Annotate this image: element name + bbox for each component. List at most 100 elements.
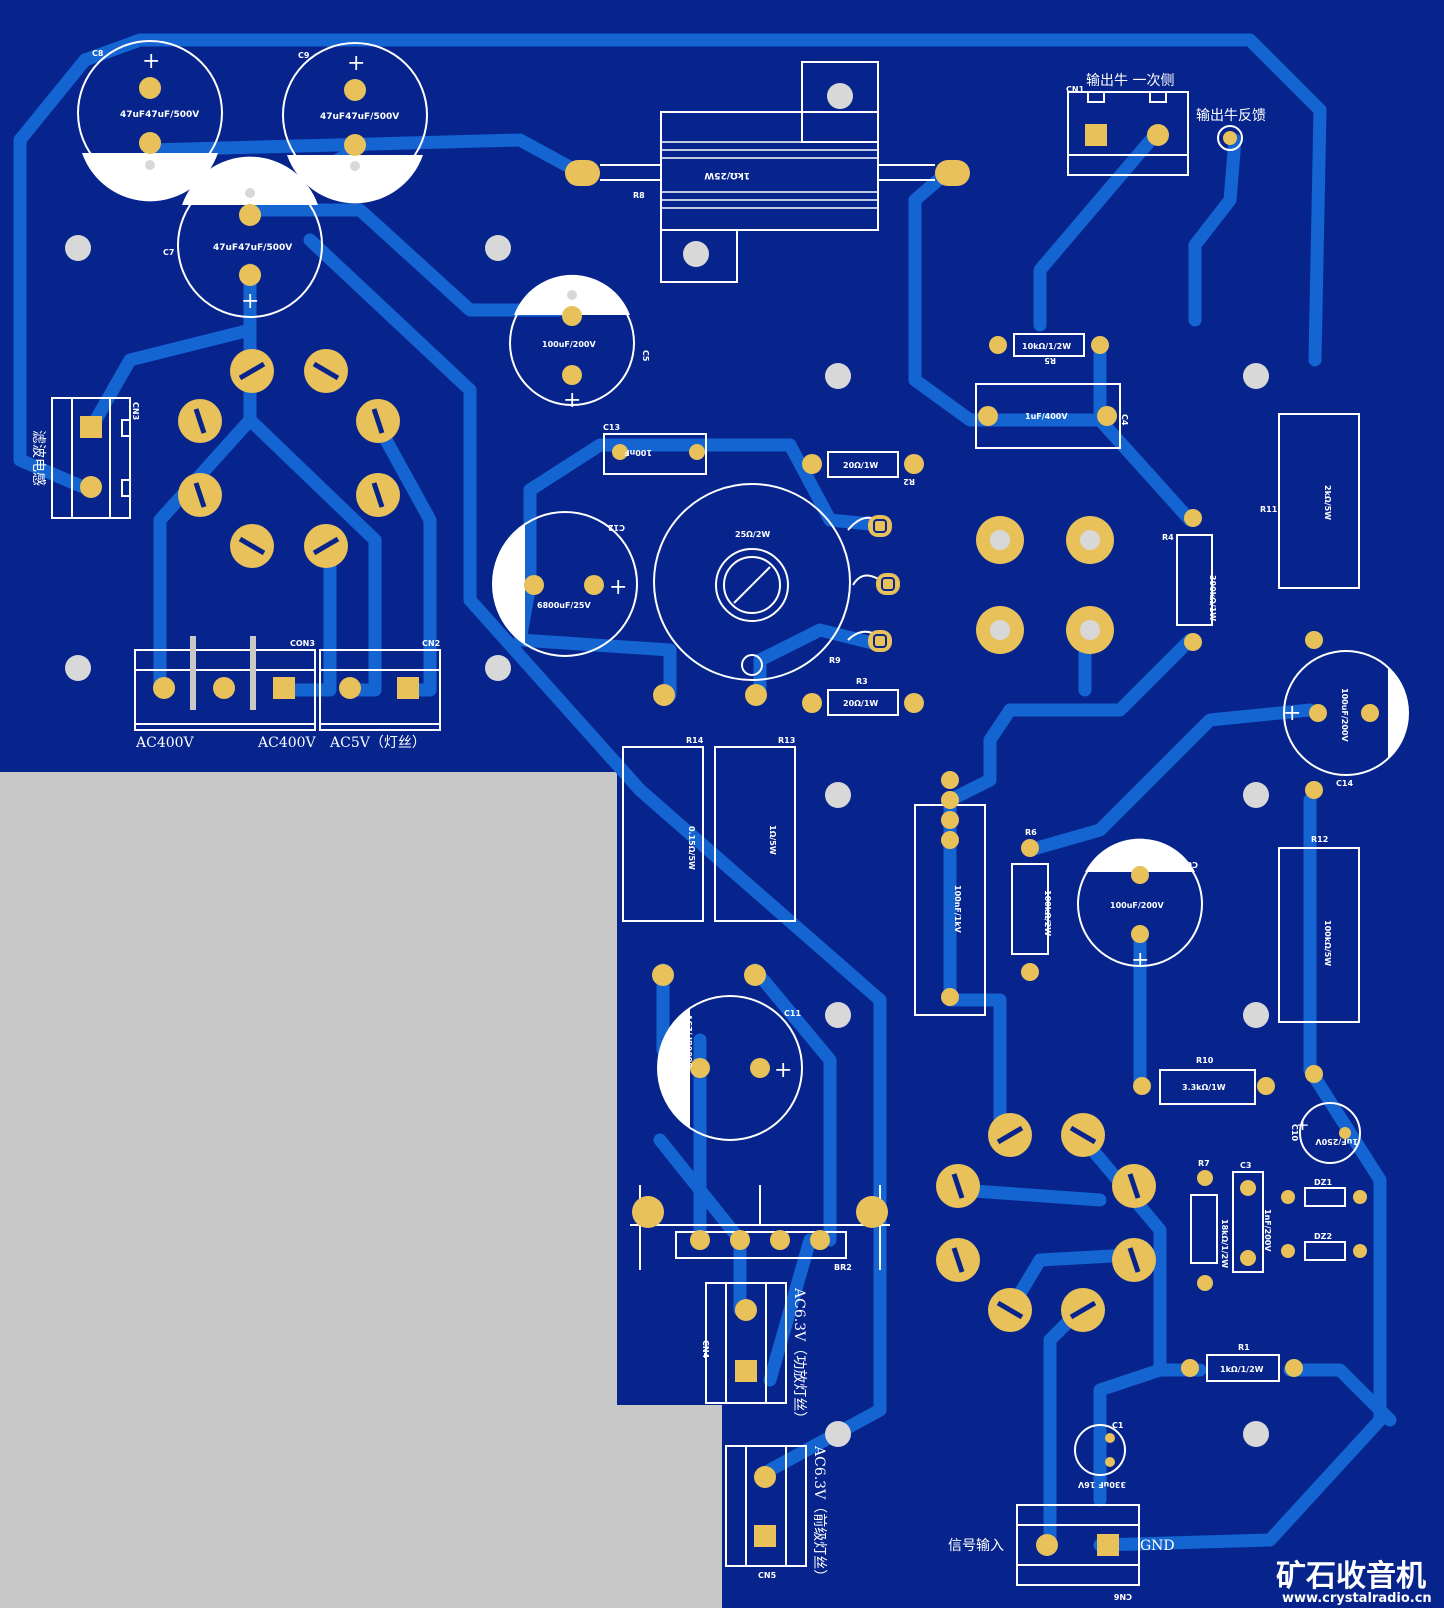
- c12-refdes: C12: [608, 523, 625, 532]
- r8-value: 1kΩ/25W: [704, 170, 750, 180]
- r1-value: 1kΩ/1/2W: [1220, 1365, 1264, 1374]
- c10-refdes: C10: [1290, 1124, 1299, 1141]
- c9-value: 47uF47uF/500V: [320, 112, 399, 122]
- capacitor-c14: + 100uF/200V C14: [1283, 631, 1409, 799]
- capacitor-c9: + 47uF47uF/500V C9: [282, 42, 428, 204]
- r5-value: 10kΩ/1/2W: [1022, 342, 1071, 351]
- resistor-r1: 1kΩ/1/2W R1: [1181, 1343, 1303, 1382]
- c13-value: 100nF: [624, 448, 652, 457]
- c14-refdes: C14: [1336, 779, 1353, 788]
- site-watermark: 矿石收音机 www.crystalradio.cn: [1276, 1559, 1432, 1606]
- resistor-r13: 1Ω/5W R13: [714, 736, 796, 922]
- capacitor-c12: + 6800uF/25V C12: [492, 511, 638, 657]
- c11-value: 6800uF/25V: [685, 1014, 694, 1068]
- ac63-power-label: AC6.3V（功放灯丝）: [791, 1287, 807, 1425]
- resistor-r10: 3.3kΩ/1W R10: [1133, 1056, 1275, 1105]
- svg-text:+: +: [1283, 701, 1301, 726]
- capacitor-c1: C1 330uF 16V: [1074, 1421, 1126, 1489]
- connector-cn2: CN2 AC5V（灯丝）: [319, 639, 441, 751]
- c4-refdes: C4: [1120, 414, 1129, 426]
- resistor-r8: 1kΩ/25W R8: [565, 61, 970, 283]
- watermark-title: 矿石收音机: [1276, 1559, 1426, 1594]
- c5-value: 100uF/200V: [542, 340, 596, 349]
- c1-value: 330uF 16V: [1077, 1480, 1126, 1489]
- cn3-refdes: CN3: [131, 402, 140, 420]
- svg-text:+: +: [1296, 1115, 1309, 1134]
- c5-refdes: C5: [641, 350, 650, 362]
- capacitor-c8: + 47uF47uF/500V C8: [77, 40, 223, 202]
- c2-value: 100nF/1kV: [953, 885, 962, 934]
- r2-value: 20Ω/1W: [843, 461, 878, 470]
- mounting-holes: [65, 83, 1269, 1447]
- tube-socket-middle: [976, 516, 1114, 654]
- c4-value: 1uF/400V: [1025, 412, 1068, 421]
- capacitor-c10: + 1uF/250V C10: [1290, 1065, 1361, 1164]
- dz2-refdes: DZ2: [1314, 1232, 1332, 1241]
- tube-socket-lower: [936, 1113, 1156, 1332]
- c13-refdes: C13: [603, 423, 620, 432]
- dz1-refdes: DZ1: [1314, 1178, 1332, 1187]
- con3-refdes: CON3: [290, 639, 315, 648]
- ac5-label: AC5V（灯丝）: [329, 735, 426, 751]
- r7-value: 18kΩ/1/2W: [1220, 1219, 1229, 1268]
- c1-refdes: C1: [1112, 1421, 1124, 1430]
- r8-refdes: R8: [633, 191, 645, 200]
- connector-cn6: CN6 信号输入 GND: [948, 1504, 1175, 1601]
- br2-refdes: BR2: [834, 1263, 852, 1272]
- cn6-refdes: CN6: [1113, 1592, 1132, 1601]
- bridge-rectifier-br2: BR2: [630, 1185, 890, 1272]
- svg-text:+: +: [142, 49, 160, 74]
- resistor-r4: 390kΩ/1W R4: [1162, 509, 1217, 651]
- capacitor-c5: + 100uF/200V C5: [509, 274, 650, 413]
- capacitor-c2: 100nF/1kV: [914, 771, 986, 1016]
- watermark-url: www.crystalradio.cn: [1282, 1591, 1432, 1606]
- resistor-r3: 20Ω/1W R3: [802, 677, 924, 716]
- svg-text:+: +: [609, 575, 627, 600]
- gnd-label: GND: [1140, 1538, 1175, 1554]
- connector-cn5: CN5 AC6.3V（前级灯丝）: [725, 1445, 828, 1583]
- r9-value: 25Ω/2W: [735, 530, 770, 539]
- svg-text:+: +: [774, 1058, 792, 1083]
- c7-value: 47uF47uF/500V: [213, 243, 292, 253]
- r12-value: 100kΩ/5W: [1323, 920, 1332, 966]
- r7-refdes: R7: [1198, 1159, 1210, 1168]
- r5-refdes: R5: [1044, 356, 1056, 365]
- connector-cn4: CN4 AC6.3V（功放灯丝）: [701, 1282, 807, 1425]
- r14-refdes: R14: [686, 736, 704, 745]
- cn4-refdes: CN4: [701, 1340, 710, 1359]
- capacitor-c4: 1uF/400V C4: [975, 383, 1129, 449]
- feedback-label: 输出牛反馈: [1196, 108, 1266, 124]
- c14-value: 100uF/200V: [1340, 688, 1349, 742]
- resistor-r2: 20Ω/1W R2: [802, 451, 924, 486]
- tube-socket-left: [178, 349, 400, 568]
- svg-text:+: +: [1131, 948, 1149, 973]
- c3-refdes: C3: [1240, 1161, 1251, 1170]
- c6-value: 100uF/200V: [1110, 901, 1164, 910]
- resistor-r11: 2kΩ/5W R11: [1260, 413, 1360, 589]
- c8-refdes: C8: [92, 49, 104, 58]
- c7-refdes: C7: [163, 248, 174, 257]
- r14-value: 0.15Ω/5W: [687, 826, 696, 870]
- connector-cn3: CN3 滤波电感: [30, 397, 140, 519]
- c9-refdes: C9: [298, 51, 310, 60]
- r13-value: 1Ω/5W: [768, 825, 777, 855]
- capacitor-c6: + 100uF/200V C6: [1077, 838, 1203, 973]
- r6-value: 100kΩ/2W: [1043, 890, 1052, 936]
- r11-refdes: R11: [1260, 505, 1278, 514]
- c6-refdes: C6: [1186, 860, 1198, 869]
- r12-refdes: R12: [1311, 835, 1328, 844]
- svg-text:+: +: [347, 51, 365, 76]
- r13-refdes: R13: [778, 736, 795, 745]
- r10-value: 3.3kΩ/1W: [1182, 1083, 1226, 1092]
- feedback-pad: 输出牛反馈: [1196, 108, 1266, 151]
- r3-refdes: R3: [856, 677, 868, 686]
- connector-con3: CON3 AC400V AC400V: [134, 636, 317, 751]
- capacitor-c11: + 6800uF/25V C11: [652, 964, 803, 1141]
- r3-value: 20Ω/1W: [843, 699, 878, 708]
- signal-in-label: 信号输入: [948, 1538, 1004, 1554]
- r6-refdes: R6: [1025, 828, 1037, 837]
- r1-refdes: R1: [1238, 1343, 1250, 1352]
- resistor-r5: 10kΩ/1/2W R5: [989, 333, 1109, 365]
- r10-refdes: R10: [1196, 1056, 1214, 1065]
- c11-refdes: C11: [784, 1009, 801, 1018]
